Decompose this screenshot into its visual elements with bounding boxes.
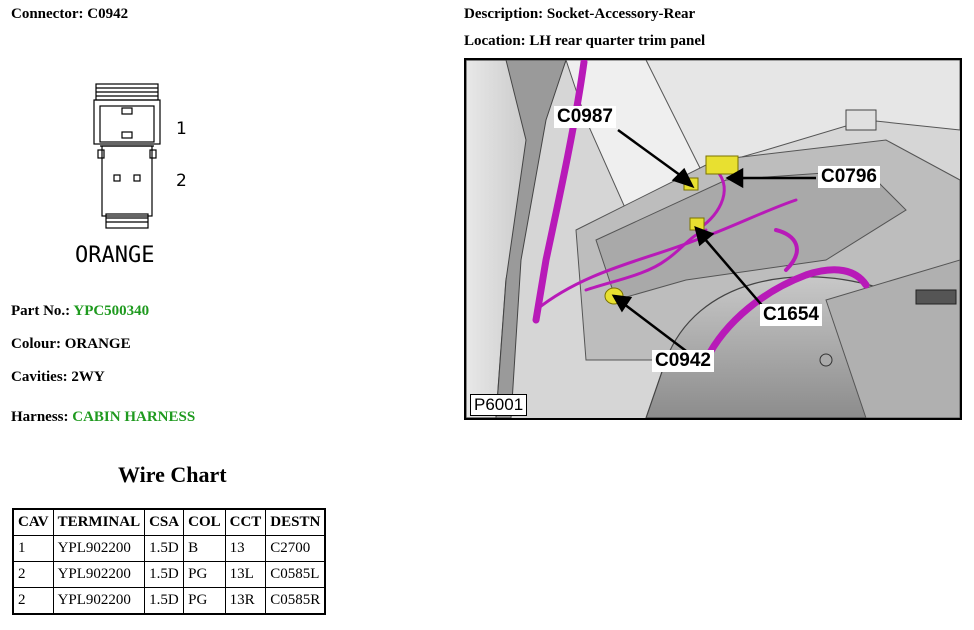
colour-value: ORANGE [64,336,131,352]
cell-csa: 1.5D [144,561,185,588]
callout-c0942: C0942 [652,350,714,372]
table-row: 1 YPL902200 1.5D B 13 C2700 [12,535,326,562]
cell-destn: C2700 [265,535,326,562]
cavities-label: Cavities: [11,369,68,385]
cell-destn: C0585L [265,561,326,588]
pin-1-label: 1 [176,119,187,139]
cell-csa: 1.5D [144,535,185,562]
table-row: 2 YPL902200 1.5D PG 13R C0585R [12,587,326,615]
cell-terminal: YPL902200 [52,535,146,562]
cell-cav: 1 [12,535,54,562]
figure-code: P6001 [470,394,528,416]
pin-2-label: 2 [176,171,187,191]
part-no-link[interactable]: YPC500340 [73,303,150,319]
colour-row: Colour: ORANGE [11,336,131,353]
col-header-csa: CSA [144,508,185,536]
part-no-row: Part No.: YPC500340 [11,303,149,320]
callout-c0796: C0796 [818,166,880,188]
cavities-row: Cavities: 2WY [11,369,105,386]
vehicle-interior-drawing [466,60,960,418]
table-row: 2 YPL902200 1.5D PG 13L C0585L [12,561,326,588]
cell-csa: 1.5D [144,587,185,615]
cell-cav: 2 [12,561,54,588]
cell-col: B [183,535,226,562]
cell-cav: 2 [12,587,54,615]
harness-row: Harness: CABIN HARNESS [11,409,195,426]
location-illustration: C0987 C0796 C1654 C0942 P6001 [464,58,962,420]
harness-label: Harness: [11,409,69,425]
cell-destn: C0585R [265,587,326,615]
cell-cct: 13 [224,535,267,562]
cell-cct: 13R [224,587,267,615]
connector-colour-text: ORANGE [75,243,154,268]
connector-face-drawing: 1 2 ORANGE [75,83,187,268]
connector-label: Connector: C0942 [11,6,129,22]
cell-col: PG [183,587,226,615]
col-header-terminal: TERMINAL [52,508,146,536]
harness-link[interactable]: CABIN HARNESS [72,409,196,425]
col-header-destn: DESTN [265,508,326,536]
wire-chart-header-row: CAV TERMINAL CSA COL CCT DESTN [12,508,326,536]
col-header-cct: CCT [224,508,267,536]
callout-c1654: C1654 [760,304,822,326]
cell-terminal: YPL902200 [52,587,146,615]
col-header-cav: CAV [12,508,54,536]
callout-c0987: C0987 [554,106,616,128]
cell-cct: 13L [224,561,267,588]
part-no-label: Part No.: [11,303,71,319]
colour-label: Colour: [11,336,61,352]
col-header-col: COL [183,508,226,536]
location-label: Location: LH rear quarter trim panel [464,33,706,49]
description-label: Description: Socket-Accessory-Rear [464,6,696,22]
wire-chart-title: Wire Chart [118,462,227,487]
cell-col: PG [183,561,226,588]
cell-terminal: YPL902200 [52,561,146,588]
wire-chart-table: CAV TERMINAL CSA COL CCT DESTN 1 YPL9022… [12,508,327,615]
cavities-value: 2WY [71,369,105,385]
